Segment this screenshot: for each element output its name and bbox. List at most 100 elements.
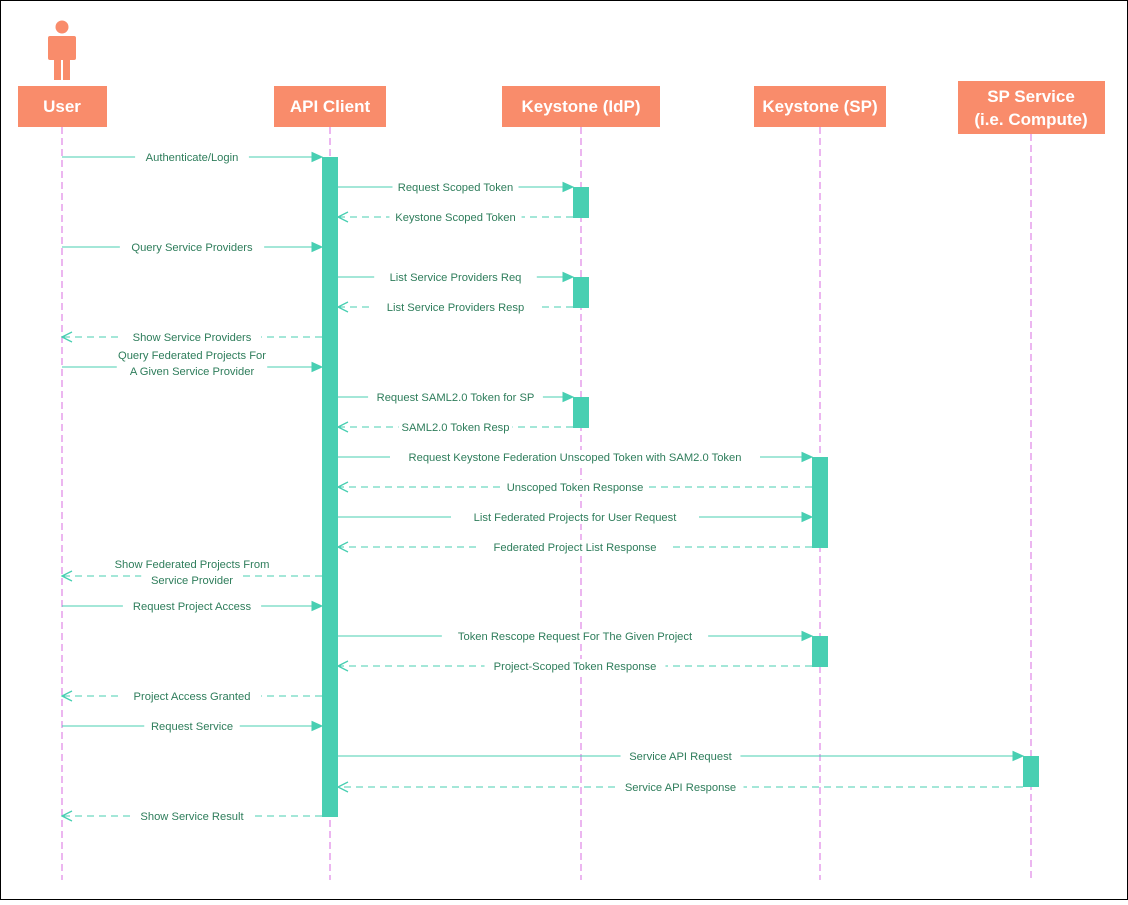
message-label: Show Service Providers [122,330,262,344]
message-8: Query Federated Projects For A Given Serv… [62,348,322,378]
activation-bar-sp [812,636,828,667]
message-label-bg [368,390,543,404]
message-label-bg [371,300,540,314]
message-label-bg [141,573,243,587]
message-label: Query Federated Projects For A Given Serv… [104,348,280,378]
message-label-line: Request SAML2.0 Token for SP [377,392,535,404]
activation-bar-idp [573,187,589,218]
message-label: List Service Providers Resp [371,300,540,314]
message-label-bg [478,540,672,554]
message-label-line: Service API Response [625,782,736,794]
message-label-line: Token Rescope Request For The Given Proj… [458,631,693,643]
message-label-line: Query Federated Projects For [118,350,266,362]
person-icon [48,20,76,80]
message-label-bg [441,629,709,643]
message-6: List Service Providers Resp [338,300,573,314]
message-label: SAML2.0 Token Resp [398,420,513,434]
message-label: Request Keystone Federation Unscoped Tok… [390,450,760,464]
message-label: Project-Scoped Token Response [484,659,666,673]
message-label: Service API Request [620,749,741,763]
message-label-bg [116,364,268,378]
message-label: Keystone Scoped Token [389,210,522,224]
message-label-bg [398,420,513,434]
message-label-bg [617,780,744,794]
message-label: Show Service Result [132,809,252,823]
message-13: List Federated Projects for User Request [338,510,812,524]
message-4: Query Service Providers [62,240,322,254]
message-10: SAML2.0 Token Resp [338,420,573,434]
message-label-line: Show Service Providers [133,332,252,344]
message-label-line: Project Access Granted [134,691,251,703]
message-1: Authenticate/Login [62,150,322,164]
message-label-line: List Service Providers Resp [387,302,524,314]
message-9: Request SAML2.0 Token for SP [338,390,573,404]
message-5: List Service Providers Req [338,270,573,284]
message-label: Query Service Providers [119,240,265,254]
message-11: Request Keystone Federation Unscoped Tok… [338,450,812,464]
message-label-bg [122,689,262,703]
message-label-line: List Federated Projects for User Request [474,512,678,524]
message-label: Project Access Granted [122,689,262,703]
message-label-line: Keystone Scoped Token [395,212,515,224]
actor-svc: SP Service (i.e. Compute) [957,81,1105,134]
message-label: Request Project Access [122,599,262,613]
message-7: Show Service Providers [62,330,322,344]
message-label-bg [144,719,240,733]
message-label-line: Request Scoped Token [398,182,513,194]
message-12: Unscoped Token Response [338,480,812,494]
message-label-bg [122,599,262,613]
message-20: Request Service [62,719,322,733]
message-label: Request Service [144,719,240,733]
message-label-bg [104,348,280,362]
activation-bar-svc [1023,756,1039,787]
message-label: Federated Project List Response [478,540,672,554]
actor-sp: Keystone (SP) [754,86,886,127]
activation-bar-api [322,157,338,817]
message-label-line: Service API Request [629,751,732,763]
actor-api: API Client [274,86,386,127]
message-label-line: Query Service Providers [131,242,253,254]
message-2: Request Scoped Token [338,180,573,194]
message-label-bg [132,809,252,823]
message-label: Authenticate/Login [135,150,249,164]
message-label-bg [104,557,280,571]
message-label-bg [119,240,265,254]
message-17: Token Rescope Request For The Given Proj… [338,629,812,643]
message-label-bg [135,150,249,164]
message-label-line: Authenticate/Login [146,152,239,164]
message-label-line: Show Service Result [140,811,244,823]
message-label-line: Unscoped Token Response [507,482,644,494]
message-label-line: SAML2.0 Token Resp [401,422,509,434]
message-label: List Service Providers Req [374,270,537,284]
message-label-line: Show Federated Projects From [115,559,270,571]
message-label-line: Federated Project List Response [494,542,657,554]
message-label-bg [620,749,741,763]
message-label-bg [502,480,648,494]
message-label-line: Request Project Access [133,601,252,613]
message-label: Token Rescope Request For The Given Proj… [441,629,709,643]
message-label-bg [122,330,262,344]
message-19: Project Access Granted [62,689,322,703]
activation-bar-sp [812,457,828,548]
message-14: Federated Project List Response [338,540,812,554]
activation-bar-idp [573,397,589,428]
message-label-bg [484,659,666,673]
message-label: Request SAML2.0 Token for SP [368,390,543,404]
message-label-line: Service Provider [151,575,233,587]
message-label: Unscoped Token Response [502,480,648,494]
message-23: Show Service Result [62,809,322,823]
message-label: Request Scoped Token [392,180,519,194]
message-label-bg [374,270,537,284]
message-label-bg [390,450,760,464]
message-3: Keystone Scoped Token [338,210,573,224]
message-label-line: Project-Scoped Token Response [494,661,657,673]
message-label-bg [389,210,522,224]
actor-user: User [17,86,107,127]
message-label-line: Request Service [151,721,233,733]
message-label-bg [451,510,699,524]
message-label-line: A Given Service Provider [130,366,255,378]
